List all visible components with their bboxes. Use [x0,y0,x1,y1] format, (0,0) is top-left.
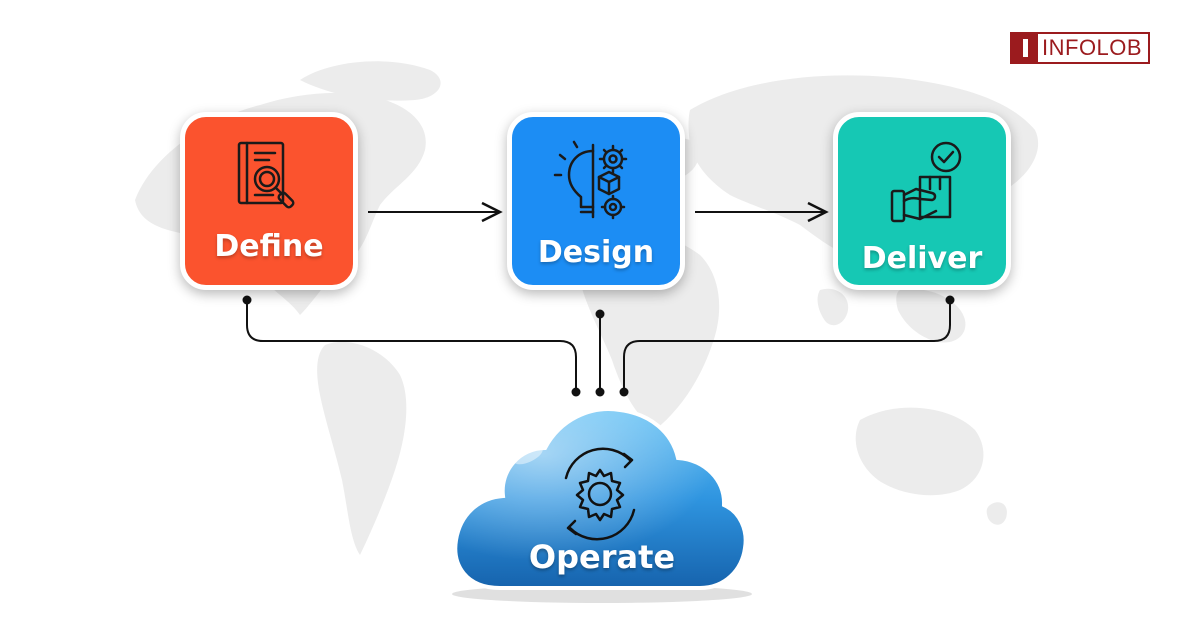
hub-label-operate: Operate [528,538,676,576]
connector-deliver-operate [623,300,951,392]
stage-deliver: Deliver [833,112,1011,290]
arrowhead-design-deliver [807,201,829,223]
connector-dot [619,387,629,397]
logo-mark [1012,34,1038,62]
gear-cycle-icon [564,447,636,541]
stage-label-deliver: Deliver [861,241,983,276]
cloud-shape [453,407,748,590]
package-delivery-icon [890,141,962,223]
document-search-icon [237,141,295,209]
connector-define-operate [246,300,577,392]
stage-label-design: Design [537,235,655,270]
stage-label-define: Define [214,229,324,264]
stage-define: Define [180,112,358,290]
infolob-logo: INFOLOB [1010,32,1151,64]
connector-dot [595,309,605,319]
arrowhead-define-design [481,201,503,223]
stage-design: Design [507,112,685,290]
connector-dot [945,295,955,305]
idea-gears-icon [553,140,628,220]
connector-dot [571,387,581,397]
logo-text: INFOLOB [1042,35,1143,60]
connector-dot [595,387,605,397]
connector-dot [242,295,252,305]
